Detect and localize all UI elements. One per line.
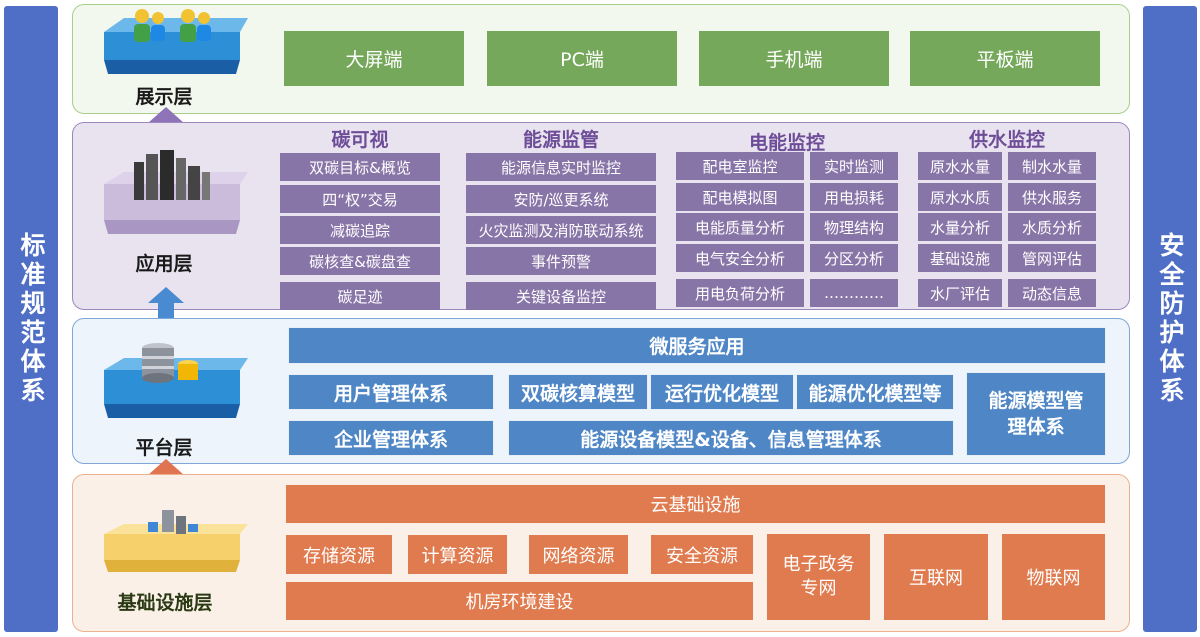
application-layer-label: 应用层 [135,253,193,275]
storage-resource-box: 存储资源 [286,535,392,574]
iot-box: 物联网 [1002,534,1105,620]
device-model-box: 能源设备模型&设备、信息管理体系 [508,420,954,456]
app-item: 物理结构 [810,213,898,241]
app-item: 电气安全分析 [676,244,804,272]
security-bar-label: 安全防护体系 [1156,232,1185,406]
app-item: 配电室监控 [676,152,804,180]
app-item: 制水水量 [1008,152,1096,180]
app-item: 分区分析 [810,244,898,272]
app-item: 电能质量分析 [676,213,804,241]
database-icon [104,343,248,418]
microservice-box: 微服务应用 [288,327,1106,364]
app-item: 事件预警 [466,247,656,275]
group-carbon-visual-title: 碳可视 [331,129,389,151]
app-item: 四“权”交易 [280,185,440,213]
app-item: 实时监测 [810,152,898,180]
standards-bar: 标准规范体系 [4,6,58,632]
compute-resource-box: 计算资源 [408,535,507,574]
app-item: 水质分析 [1008,213,1096,241]
energy-model-mgmt-box: 能源模型管理体系 [966,372,1106,456]
app-item: 减碳追踪 [280,216,440,244]
app-item: 双碳目标&概览 [280,153,440,181]
app-item: 水量分析 [918,213,1002,241]
presentation-layer-label: 展示层 [135,86,193,108]
app-item: 关键设备监控 [466,282,656,310]
enterprise-mgmt-box: 企业管理体系 [288,420,494,456]
up-arrow-icon [148,287,184,325]
machine-room-box: 机房环境建设 [286,582,753,620]
app-item: 火灾监测及消防联动系统 [466,216,656,244]
servers-icon [104,510,248,572]
platform-layer-label: 平台层 [135,437,193,459]
energy-opt-model-box: 能源优化模型等 [796,374,954,410]
security-resource-box: 安全资源 [651,535,753,574]
app-item: 能源信息实时监控 [466,153,656,181]
buildings-icon [104,150,248,234]
app-item: 基础设施 [918,244,1002,272]
group-water-monitoring-title: 供水监控 [968,129,1045,151]
mobile-box: 手机端 [699,31,889,86]
users-icon [104,9,248,74]
app-item: 供水服务 [1008,183,1096,211]
app-item: 原水水质 [918,183,1002,211]
app-item: 水厂评估 [918,279,1002,307]
network-resource-box: 网络资源 [529,535,628,574]
app-item: 碳核查&碳盘查 [280,247,440,275]
app-item: 管网评估 [1008,244,1096,272]
big-screen-box: 大屏端 [284,31,464,86]
app-item: 安防/巡更系统 [466,185,656,213]
user-mgmt-box: 用户管理体系 [288,374,494,410]
app-item: 用电负荷分析 [676,279,804,307]
group-power-monitoring-title: 电能监控 [748,132,825,154]
internet-box: 互联网 [884,534,988,620]
app-item: 碳足迹 [280,282,440,310]
app-item: 用电损耗 [810,183,898,211]
app-item: 动态信息 [1008,279,1096,307]
ops-model-box: 运行优化模型 [650,374,794,410]
egov-network-box: 电子政务专网 [767,534,870,620]
infrastructure-layer-label: 基础设施层 [117,592,213,614]
app-item: ………… [810,279,898,307]
security-bar: 安全防护体系 [1143,6,1197,632]
dual-carbon-model-box: 双碳核算模型 [508,374,648,410]
group-energy-supervision-title: 能源监管 [522,129,599,151]
tablet-box: 平板端 [910,31,1100,86]
cloud-infrastructure-box: 云基础设施 [286,485,1105,523]
app-item: 原水水量 [918,152,1002,180]
pc-box: PC端 [487,31,677,86]
standards-bar-label: 标准规范体系 [17,232,46,406]
app-item: 配电模拟图 [676,183,804,211]
